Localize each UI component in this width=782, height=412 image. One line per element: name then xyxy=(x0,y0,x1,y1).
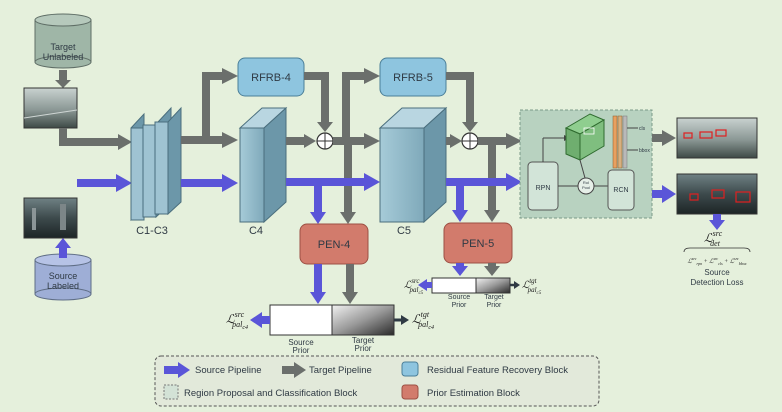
rfrb5-block: RFRB-5 xyxy=(379,57,447,97)
legend-target-pipeline: Target Pipeline xyxy=(309,365,372,376)
source-pipeline-arrow xyxy=(77,174,132,192)
pen4-block: PEN-4 xyxy=(299,223,369,265)
legend-pen: Prior Estimation Block xyxy=(427,388,520,399)
legend-rpc: Region Proposal and Classification Block xyxy=(184,388,357,399)
source-prior-c4 xyxy=(269,304,333,336)
loss-det-sum: ℒsrcrpn + ℒsrccls + ℒsrcbbox xyxy=(687,256,746,266)
c5-backbone xyxy=(378,106,448,224)
sum-node-4 xyxy=(316,132,334,150)
svg-text:RPN: RPN xyxy=(536,185,551,192)
svg-text:cls: cls xyxy=(639,126,646,132)
c5-label: C5 xyxy=(397,225,411,237)
target-foggy-image xyxy=(23,87,78,129)
c4-label: C4 xyxy=(249,225,263,237)
svg-text:bbox: bbox xyxy=(639,148,650,154)
target-prior-c4 xyxy=(331,304,395,336)
svg-text:RFRB-5: RFRB-5 xyxy=(393,72,433,84)
rfrb4-block: RFRB-4 xyxy=(237,57,305,97)
sum-node-5 xyxy=(461,132,479,150)
source-prior-c5 xyxy=(431,277,477,294)
source-clear-image xyxy=(23,197,78,239)
legend: Source Pipeline Target Pipeline Residual… xyxy=(154,355,600,407)
c1c3-label: C1-C3 xyxy=(136,225,168,237)
c1-c3-backbone xyxy=(130,106,182,222)
source-detection-image xyxy=(676,173,758,215)
target-pipeline-arrow xyxy=(59,128,132,150)
svg-text:PEN-4: PEN-4 xyxy=(318,239,350,251)
target-prior-c5 xyxy=(475,277,511,294)
legend-rfrb: Residual Feature Recovery Block xyxy=(427,365,568,376)
c4-backbone xyxy=(238,106,288,224)
svg-text:RCN: RCN xyxy=(613,187,628,194)
svg-text:PEN-5: PEN-5 xyxy=(462,238,494,250)
pen5-block: PEN-5 xyxy=(443,222,513,264)
legend-source-pipeline: Source Pipeline xyxy=(195,365,262,376)
svg-text:RFRB-4: RFRB-4 xyxy=(251,72,291,84)
